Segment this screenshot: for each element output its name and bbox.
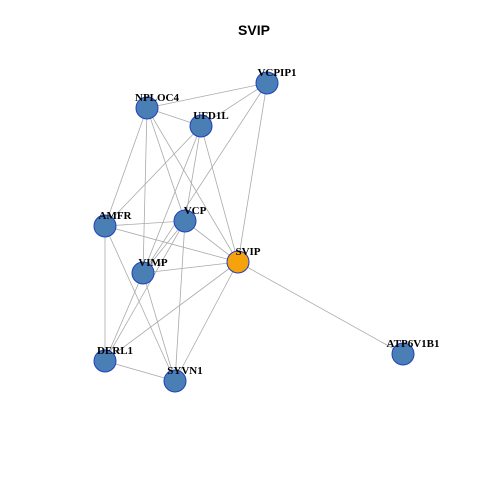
- node-label-ufd1l: UFD1L: [193, 110, 228, 122]
- edge-svip-vimp: [142, 261, 239, 274]
- node-label-derl1: DERL1: [97, 345, 133, 357]
- edge-ufd1l-svip: [200, 125, 239, 263]
- edge-nploc4-svip: [146, 107, 239, 263]
- edge-nploc4-amfr: [104, 107, 148, 227]
- node-label-vcp: VCP: [184, 205, 207, 217]
- node-label-nploc4: NPLOC4: [135, 92, 180, 104]
- edge-vimp-derl1: [104, 272, 144, 362]
- node-vimp[interactable]: [131, 261, 155, 285]
- edge-vcpip1-ufd1l: [200, 82, 268, 127]
- edge-amfr-vcp: [104, 220, 186, 227]
- edge-svip-derl1: [104, 261, 239, 362]
- edge-vcp-derl1: [104, 220, 186, 362]
- graph-title: SVIP: [238, 22, 270, 38]
- node-derl1[interactable]: [93, 349, 117, 373]
- edge-nploc4-vcp: [146, 107, 186, 222]
- node-ufd1l[interactable]: [189, 114, 213, 138]
- edge-vimp-syvn1: [142, 272, 176, 382]
- edge-vcpip1-nploc4: [146, 82, 268, 109]
- node-label-vcpip1: VCPIP1: [257, 67, 296, 79]
- edge-layer: [104, 82, 404, 382]
- edge-vcpip1-svip: [237, 82, 268, 263]
- node-label-amfr: AMFR: [99, 210, 133, 222]
- node-vcp[interactable]: [173, 209, 197, 233]
- node-label-syvn1: SYVN1: [167, 365, 202, 377]
- edge-amfr-syvn1: [104, 225, 176, 382]
- edge-derl1-syvn1: [104, 360, 176, 382]
- node-vcpip1[interactable]: [255, 71, 279, 95]
- node-amfr[interactable]: [93, 214, 117, 238]
- node-nploc4[interactable]: [135, 96, 159, 120]
- node-label-vimp: VIMP: [138, 257, 168, 269]
- edge-vcpip1-vimp: [142, 82, 268, 274]
- node-svip[interactable]: [226, 250, 250, 274]
- node-label-svip: SVIP: [235, 246, 260, 258]
- node-syvn1[interactable]: [163, 369, 187, 393]
- edge-nploc4-vimp: [142, 107, 148, 274]
- node-atp6v1b1[interactable]: [391, 342, 415, 366]
- edge-ufd1l-amfr: [104, 125, 202, 227]
- edge-svip-syvn1: [174, 261, 239, 382]
- node-label-atp6v1b1: ATP6V1B1: [387, 338, 440, 350]
- edge-ufd1l-vimp: [142, 125, 202, 274]
- edge-vcp-syvn1: [174, 220, 186, 382]
- edge-svip-atp6v1b1: [237, 261, 404, 355]
- edge-ufd1l-vcp: [184, 125, 202, 222]
